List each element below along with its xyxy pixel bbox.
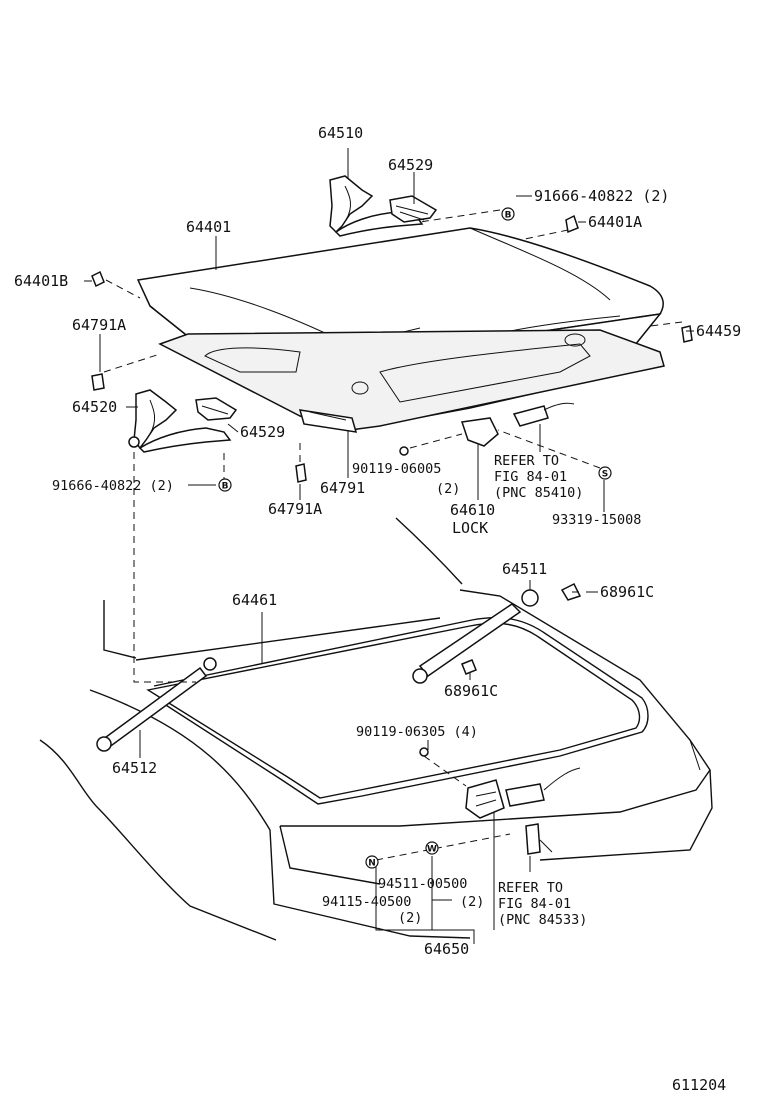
label-64650: 64650 (424, 940, 469, 958)
label-64461: 64461 (232, 591, 277, 609)
dashed-connectors (103, 209, 683, 861)
label-91666-top: 91666-40822 (2) (534, 187, 669, 205)
label-90119-06005-qty: (2) (436, 481, 460, 497)
label-64520: 64520 (72, 398, 117, 416)
svg-text:S: S (602, 470, 608, 480)
diagram-id: 611204 (672, 1076, 726, 1094)
label-refer-top-3: (PNC 85410) (494, 485, 583, 501)
svg-text:W: W (427, 845, 437, 855)
label-64791A-top: 64791A (72, 316, 126, 334)
label-64459: 64459 (696, 322, 741, 340)
label-94115-qty: (2) (460, 894, 484, 910)
label-93319-15008: 93319-15008 (552, 512, 641, 528)
svg-text:N: N (368, 859, 376, 869)
label-68961C-mid: 68961C (444, 682, 498, 700)
car-body (39, 517, 713, 941)
label-64512: 64512 (112, 759, 157, 777)
fasteners (91, 214, 693, 483)
marker-b-bottom: B (218, 478, 232, 492)
leader-lines (84, 148, 694, 944)
marker-b-top: B (501, 207, 515, 221)
label-64529-bottom: 64529 (240, 423, 285, 441)
label-94115-40500: 94115-40500 (322, 894, 411, 910)
label-68961C-top: 68961C (600, 583, 654, 601)
upper-hinge (329, 175, 438, 237)
latch-assembly (419, 747, 581, 855)
marker-n: N (365, 855, 379, 869)
label-64401B: 64401B (14, 272, 68, 290)
label-refer-bottom-2: FIG 84-01 (498, 896, 571, 912)
label-94511-qty: (2) (398, 910, 422, 926)
svg-text:B: B (222, 482, 229, 492)
marker-w: W (425, 841, 439, 855)
label-94511-00500: 94511-00500 (378, 876, 467, 892)
label-90119-06005: 90119-06005 (352, 461, 441, 477)
label-refer-bottom-3: (PNC 84533) (498, 912, 587, 928)
lid-stays (96, 582, 582, 752)
label-64610: 64610 (450, 501, 495, 519)
label-64510: 64510 (318, 124, 363, 142)
label-64791A-bottom: 64791A (268, 500, 322, 518)
label-64610-lock: LOCK (452, 519, 488, 537)
marker-s: S (598, 466, 612, 480)
weatherstrip (146, 617, 649, 805)
label-refer-top-1: REFER TO (494, 453, 559, 469)
label-refer-bottom-1: REFER TO (498, 880, 563, 896)
label-64401A: 64401A (588, 213, 642, 231)
label-64529-top: 64529 (388, 156, 433, 174)
label-64511: 64511 (502, 560, 547, 578)
label-91666-bottom: 91666-40822 (2) (52, 478, 174, 494)
label-refer-top-2: FIG 84-01 (494, 469, 567, 485)
label-64791: 64791 (320, 479, 365, 497)
svg-text:B: B (505, 211, 512, 221)
trunk-lid (136, 227, 665, 433)
lower-hinge (128, 389, 238, 453)
label-90119-06305: 90119-06305 (4) (356, 724, 478, 740)
label-64401: 64401 (186, 218, 231, 236)
